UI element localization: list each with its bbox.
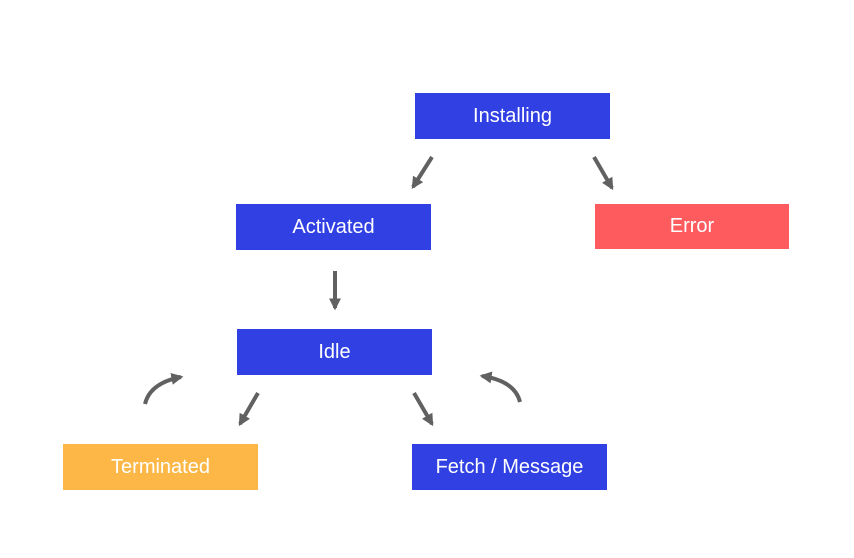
state-terminated: Terminated xyxy=(63,444,258,490)
arrow-idle-to-fetch-message xyxy=(412,391,434,427)
arrow-installing-to-activated xyxy=(411,155,434,190)
state-activated: Activated xyxy=(236,204,431,250)
state-installing: Installing xyxy=(415,93,610,139)
state-terminated-label: Terminated xyxy=(111,455,210,478)
arrow-fetch-message-to-idle-curve xyxy=(479,371,522,403)
state-error: Error xyxy=(595,204,789,249)
arrow-idle-to-terminated xyxy=(238,391,260,427)
state-activated-label: Activated xyxy=(292,215,375,238)
state-idle: Idle xyxy=(237,329,432,375)
arrow-terminated-to-idle-curve xyxy=(143,372,184,405)
state-idle-label: Idle xyxy=(318,340,351,363)
state-installing-label: Installing xyxy=(473,104,552,127)
arrow-installing-to-error xyxy=(592,155,614,191)
state-fetch-message: Fetch / Message xyxy=(412,444,607,490)
state-error-label: Error xyxy=(669,215,715,237)
state-fetch-message-label: Fetch / Message xyxy=(435,455,584,478)
